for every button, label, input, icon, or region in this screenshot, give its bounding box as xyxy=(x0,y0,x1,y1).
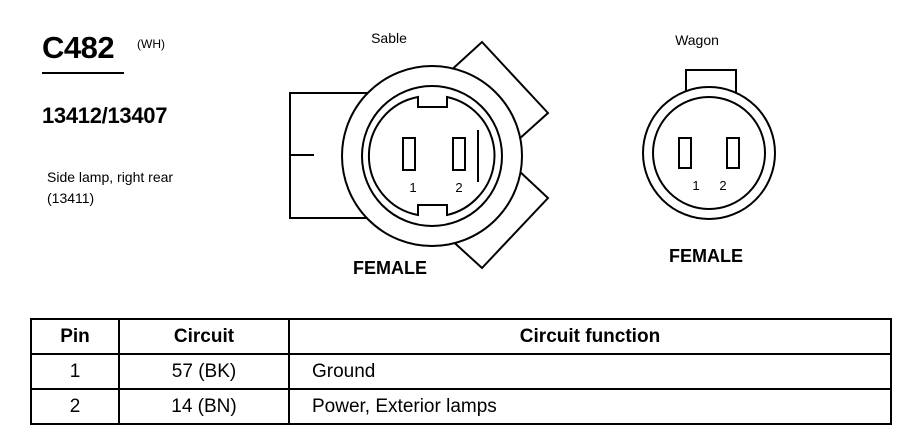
table-header-row: Pin Circuit Circuit function xyxy=(30,318,892,355)
header-circuit-function: Circuit function xyxy=(288,318,892,355)
wagon-gender-label: FEMALE xyxy=(669,246,743,266)
cell-pin: 1 xyxy=(30,353,120,390)
wagon-outer-ring xyxy=(642,86,776,220)
sable-upper-ear xyxy=(446,40,550,141)
cell-circuit: 57 (BK) xyxy=(118,353,290,390)
table-row: 1 57 (BK) Ground xyxy=(30,353,892,390)
sable-pin-2-label: 2 xyxy=(455,180,462,195)
cell-pin: 2 xyxy=(30,388,120,425)
wire-color-code: (WH) xyxy=(137,37,165,51)
cell-circuit: 14 (BN) xyxy=(118,388,290,425)
pin-assignment-table: Pin Circuit Circuit function 1 57 (BK) G… xyxy=(30,318,892,425)
wagon-pin-1-terminal xyxy=(678,137,692,169)
connector-id-underline xyxy=(42,72,124,74)
component-number: (13411) xyxy=(47,190,95,206)
part-numbers: 13412/13407 xyxy=(42,103,168,128)
wagon-view-title: Wagon xyxy=(675,32,719,48)
component-description: Side lamp, right rear xyxy=(47,169,174,185)
sable-outer-ring xyxy=(341,65,523,247)
wagon-pin-1-label: 1 xyxy=(692,178,699,193)
connector-face-drawing: Sable 1 2 FEMALE Wagon 1 2 FEMALE xyxy=(289,30,776,278)
connector-id: C482 xyxy=(42,30,115,65)
sable-inner-ring xyxy=(361,85,503,227)
cell-function: Ground xyxy=(288,353,892,390)
wagon-pin-2-label: 2 xyxy=(719,178,726,193)
wagon-connector-view: Wagon 1 2 FEMALE xyxy=(642,32,776,266)
sable-gender-label: FEMALE xyxy=(353,258,427,278)
wagon-pin-2-terminal xyxy=(726,137,740,169)
sable-inner-cavity xyxy=(367,95,496,217)
wagon-inner-ring xyxy=(652,96,766,210)
sable-view-title: Sable xyxy=(371,30,407,46)
header-circuit: Circuit xyxy=(118,318,290,355)
sable-pin-1-terminal xyxy=(402,137,416,171)
sable-pin-2-terminal xyxy=(452,137,466,171)
table-row: 2 14 (BN) Power, Exterior lamps xyxy=(30,388,892,425)
sable-connector-view: Sable 1 2 FEMALE xyxy=(289,30,550,278)
sable-pin-1-label: 1 xyxy=(409,180,416,195)
header-pin: Pin xyxy=(30,318,120,355)
cell-function: Power, Exterior lamps xyxy=(288,388,892,425)
sable-lower-ear xyxy=(446,169,550,270)
